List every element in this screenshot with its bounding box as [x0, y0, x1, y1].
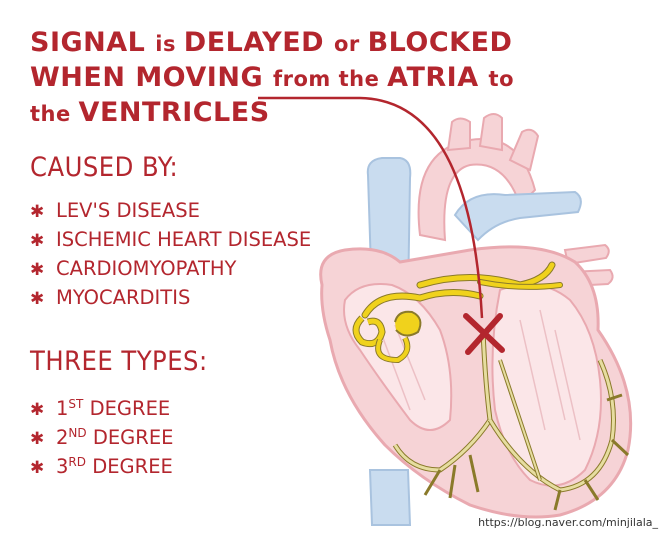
degree-label: DEGREE — [83, 397, 171, 420]
title-word: or — [333, 32, 368, 56]
asterisk-icon: ✱ — [30, 231, 45, 251]
types-list: ✱ 1ST DEGREE ✱ 2ND DEGREE ✱ 3RD DEGREE — [30, 390, 174, 478]
title-word: VENTRICLES — [78, 97, 270, 128]
list-item-label: LEV'S DISEASE — [56, 199, 200, 222]
title-word: to — [488, 67, 514, 91]
asterisk-icon: ✱ — [30, 429, 45, 449]
list-item-label: MYOCARDITIS — [56, 286, 191, 309]
degree-number: 1 — [56, 397, 69, 420]
title-word: ATRIA — [387, 62, 489, 93]
title-word: the — [30, 102, 79, 126]
title-line-1: SIGNAL is DELAYED or BLOCKED — [30, 26, 514, 61]
list-item-label: CARDIOMYOPATHY — [56, 257, 237, 280]
title-word: is — [155, 32, 184, 56]
list-item: ✱ MYOCARDITIS — [30, 283, 311, 312]
degree-number: 3 — [56, 455, 69, 478]
list-item: ✱ ISCHEMIC HEART DISEASE — [30, 225, 311, 254]
causes-heading: CAUSED BY: — [30, 152, 179, 183]
list-item: ✱ CARDIOMYOPATHY — [30, 254, 311, 283]
asterisk-icon: ✱ — [30, 289, 45, 309]
conduction-system — [352, 261, 630, 511]
asterisk-icon: ✱ — [30, 202, 45, 222]
ordinal-suffix: RD — [68, 455, 86, 469]
ordinal-suffix: ND — [68, 426, 87, 440]
degree-number: 2 — [56, 426, 69, 449]
asterisk-icon: ✱ — [30, 458, 45, 478]
x-mark-icon — [463, 313, 505, 355]
causes-list: ✱ LEV'S DISEASE ✱ ISCHEMIC HEART DISEASE ✱… — [30, 196, 311, 312]
list-item: ✱ LEV'S DISEASE — [30, 196, 311, 225]
ordinal-suffix: ST — [68, 397, 84, 411]
asterisk-icon: ✱ — [30, 400, 45, 420]
title-word: DELAYED — [183, 27, 334, 58]
title-word: BLOCKED — [367, 27, 513, 58]
title-word: from the — [273, 67, 388, 91]
title-line-2: WHEN MOVING from the ATRIA to — [30, 61, 514, 96]
title-line-3: the VENTRICLES — [30, 96, 514, 131]
list-item: ✱ 3RD DEGREE — [30, 448, 173, 478]
degree-label: DEGREE — [86, 426, 174, 449]
types-heading: THREE TYPES: — [30, 346, 208, 377]
title-word: WHEN MOVING — [30, 62, 274, 93]
asterisk-icon: ✱ — [30, 260, 45, 280]
list-item: ✱ 1ST DEGREE — [30, 390, 173, 420]
list-item: ✱ 2ND DEGREE — [30, 419, 174, 449]
title: SIGNAL is DELAYED or BLOCKED WHEN MOVING… — [30, 26, 514, 131]
list-item-label: ISCHEMIC HEART DISEASE — [56, 228, 312, 251]
callout-line — [258, 96, 484, 319]
degree-label: DEGREE — [86, 455, 173, 478]
watermark: https://blog.naver.com/minjilala_ — [478, 516, 658, 529]
title-word: SIGNAL — [30, 27, 156, 58]
